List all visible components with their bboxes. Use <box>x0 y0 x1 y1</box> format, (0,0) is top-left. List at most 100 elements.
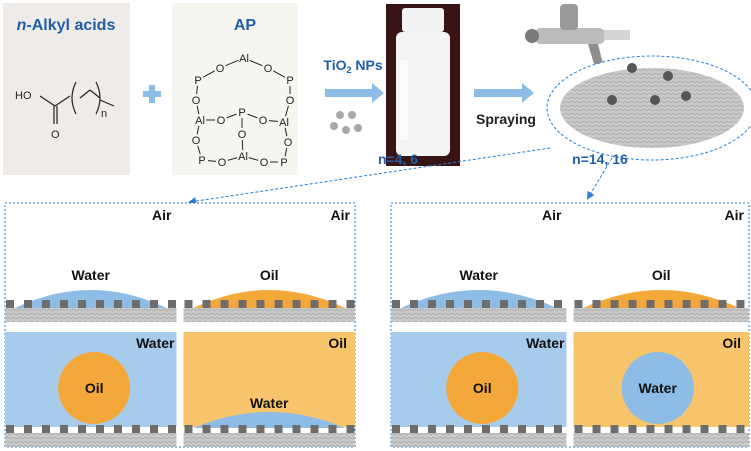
particle-square <box>202 425 211 433</box>
particle-square <box>184 300 193 308</box>
particle-square <box>536 425 544 433</box>
particle-square <box>274 425 283 433</box>
particle-square <box>682 300 691 308</box>
fabric-substrate <box>5 433 177 447</box>
atom-label: O <box>216 63 225 75</box>
particle-square <box>60 300 68 308</box>
particle-square <box>410 425 418 433</box>
particle-square <box>554 300 562 308</box>
atom-label: O <box>192 95 201 107</box>
particle-square <box>150 300 158 308</box>
particle-square <box>96 300 104 308</box>
bond-line <box>207 160 217 162</box>
oil-droplet <box>446 352 519 424</box>
svg-text:n: n <box>101 108 107 120</box>
bond-line <box>248 157 259 161</box>
particle-square <box>428 300 436 308</box>
particle-square <box>664 425 673 433</box>
atom-label: P <box>198 155 205 167</box>
particle-square <box>464 300 472 308</box>
bond-line <box>285 105 289 117</box>
bond-line <box>273 70 285 78</box>
arrow-right-icon <box>325 83 384 103</box>
particle-square <box>256 425 265 433</box>
water-label: Water <box>72 267 111 283</box>
particle-square <box>168 300 176 308</box>
particle-square <box>610 300 619 308</box>
arrow-right-icon <box>474 83 534 103</box>
bond-line <box>197 145 201 155</box>
fabric-substrate <box>183 308 355 322</box>
particle-square <box>60 425 68 433</box>
bottle-image <box>386 4 460 166</box>
oil-label: Oil <box>473 380 492 396</box>
particle-square <box>310 425 319 433</box>
alkyl-acid-structure: HO O n <box>15 81 115 141</box>
particle-square <box>610 425 619 433</box>
particle-square <box>428 425 436 433</box>
plus-icon <box>143 85 161 103</box>
particle-square <box>132 300 140 308</box>
water-droplet <box>621 352 694 424</box>
particle-square <box>238 425 247 433</box>
oil-label: Oil <box>722 335 741 351</box>
particle-square <box>518 425 526 433</box>
particle-square <box>592 300 601 308</box>
svg-text:O: O <box>51 129 60 141</box>
atom-label: O <box>284 137 293 149</box>
bond-line <box>225 59 239 67</box>
particle-square <box>500 425 508 433</box>
particle-square <box>202 300 211 308</box>
atom-label: Al <box>195 115 205 127</box>
particle-square <box>346 425 355 433</box>
particle-square <box>328 425 337 433</box>
fabric-substrate <box>573 433 749 447</box>
water-label: Water <box>250 395 289 411</box>
particle-square <box>464 425 472 433</box>
water-label: Water <box>639 380 678 396</box>
water-droplet <box>193 412 345 428</box>
particle-square <box>24 300 32 308</box>
particle-square <box>682 425 691 433</box>
particle-square <box>628 425 637 433</box>
particle-square <box>718 300 727 308</box>
particle-square <box>628 300 637 308</box>
particle-square <box>410 300 418 308</box>
atom-label: Al <box>238 151 248 163</box>
particle-square <box>328 300 337 308</box>
particle-square <box>700 300 709 308</box>
oil-label: Oil <box>652 267 671 283</box>
particle-square <box>114 300 122 308</box>
atom-label: O <box>192 135 201 147</box>
water-label: Water <box>460 267 499 283</box>
alkyl-acids-title: n-Alkyl acids <box>17 17 116 34</box>
air-label: Air <box>331 207 351 223</box>
atom-label: P <box>280 157 287 169</box>
particle-square <box>78 425 86 433</box>
water-label: Water <box>526 335 565 351</box>
particle-square <box>664 300 673 308</box>
bond-line <box>247 113 258 119</box>
particle-square <box>132 425 140 433</box>
bond-line <box>226 113 237 119</box>
water-droplet <box>15 290 167 308</box>
particle-square <box>446 300 454 308</box>
particle-square <box>24 425 32 433</box>
particle-square <box>220 300 229 308</box>
particle-square <box>114 425 122 433</box>
particle-square <box>292 300 301 308</box>
fabric-substrate <box>391 433 567 447</box>
n-long-label: n=14, 16 <box>572 151 628 167</box>
particle-square <box>718 425 727 433</box>
particle-square <box>592 425 601 433</box>
oil-label: Oil <box>328 335 347 351</box>
particle-square <box>446 425 454 433</box>
atom-label: P <box>238 107 245 119</box>
particle-square <box>482 300 490 308</box>
air-label: Air <box>725 207 745 223</box>
particle-square <box>554 425 562 433</box>
bond-line <box>196 125 200 135</box>
particle-square <box>184 425 193 433</box>
particle-square <box>500 300 508 308</box>
